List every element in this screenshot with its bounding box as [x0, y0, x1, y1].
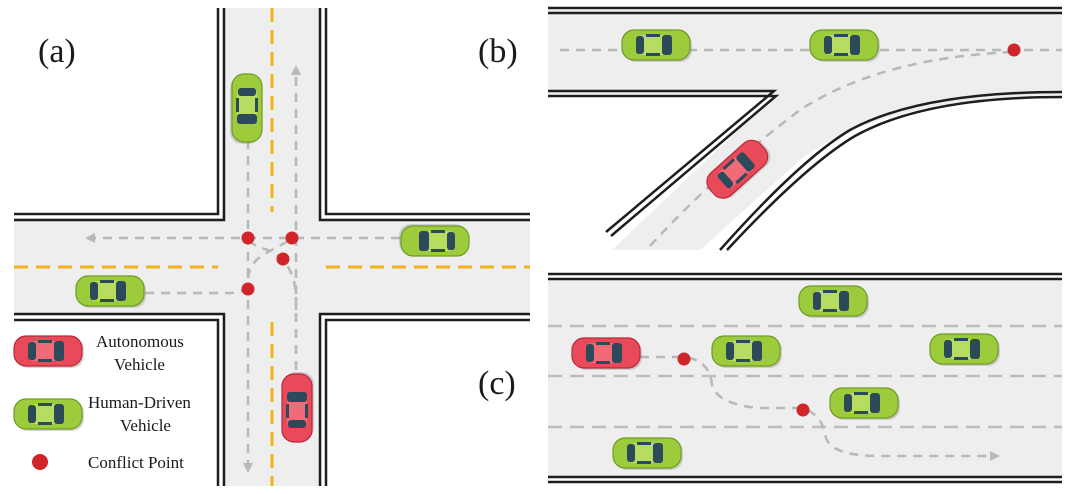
human-vehicle	[75, 275, 147, 309]
panel-b-merge: (b)	[478, 6, 1063, 251]
conflict-point	[241, 231, 255, 245]
vehicle-paths	[85, 65, 400, 473]
human-vehicle	[798, 285, 870, 319]
lane-dashes	[548, 324, 1062, 429]
autonomous-vehicle	[281, 371, 315, 443]
legend: Autonomous Vehicle Human-Driven Vehicle …	[13, 332, 191, 472]
merge-road	[548, 10, 1062, 250]
conflict-point	[677, 352, 691, 366]
conflict-point	[285, 231, 299, 245]
conflict-point	[796, 403, 810, 417]
legend-human-line1: Human-Driven	[88, 393, 191, 412]
center-lines	[14, 8, 530, 486]
legend-conflict-icon	[32, 454, 48, 470]
panel-label-c: (c)	[478, 365, 516, 402]
conflict-points-a	[241, 231, 299, 296]
human-vehicle	[711, 335, 783, 369]
human-vehicle	[829, 387, 901, 421]
highway-curbs	[548, 272, 1062, 484]
conflict-point	[276, 252, 290, 266]
human-vehicle	[612, 437, 684, 471]
human-vehicle	[229, 73, 263, 145]
panel-label-a: (a)	[38, 33, 76, 70]
human-vehicle	[929, 333, 1001, 367]
human-vehicle	[809, 29, 881, 63]
conflict-point	[1007, 43, 1021, 57]
panel-c-lane-change: (c)	[478, 272, 1062, 484]
legend-autonomous-icon	[13, 335, 85, 369]
conflict-point	[241, 282, 255, 296]
intersection-curbs	[14, 8, 530, 486]
legend-autonomous-line2: Vehicle	[114, 355, 165, 374]
lane-change-path	[640, 355, 1000, 461]
panel-label-b: (b)	[478, 33, 518, 70]
human-vehicle	[621, 29, 693, 63]
legend-autonomous-line1: Autonomous	[96, 332, 184, 351]
legend-human-line2: Vehicle	[120, 416, 171, 435]
human-vehicle	[398, 223, 470, 257]
autonomous-vehicle	[571, 337, 643, 371]
legend-human-icon	[13, 398, 85, 432]
legend-conflict-label: Conflict Point	[88, 453, 184, 472]
panel-a-intersection: (a)	[14, 8, 530, 486]
merge-curbs	[548, 6, 1063, 251]
